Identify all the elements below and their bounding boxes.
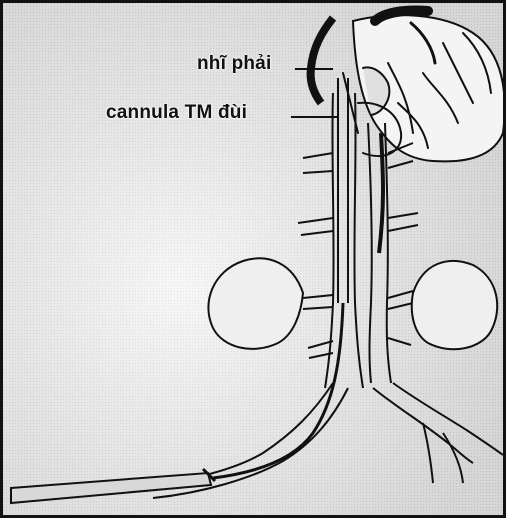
label-right-atrium: nhĩ phải [197, 53, 271, 75]
label-femoral-cannula: cannula TM đùi [106, 102, 247, 124]
vascular-drawing [3, 3, 506, 518]
